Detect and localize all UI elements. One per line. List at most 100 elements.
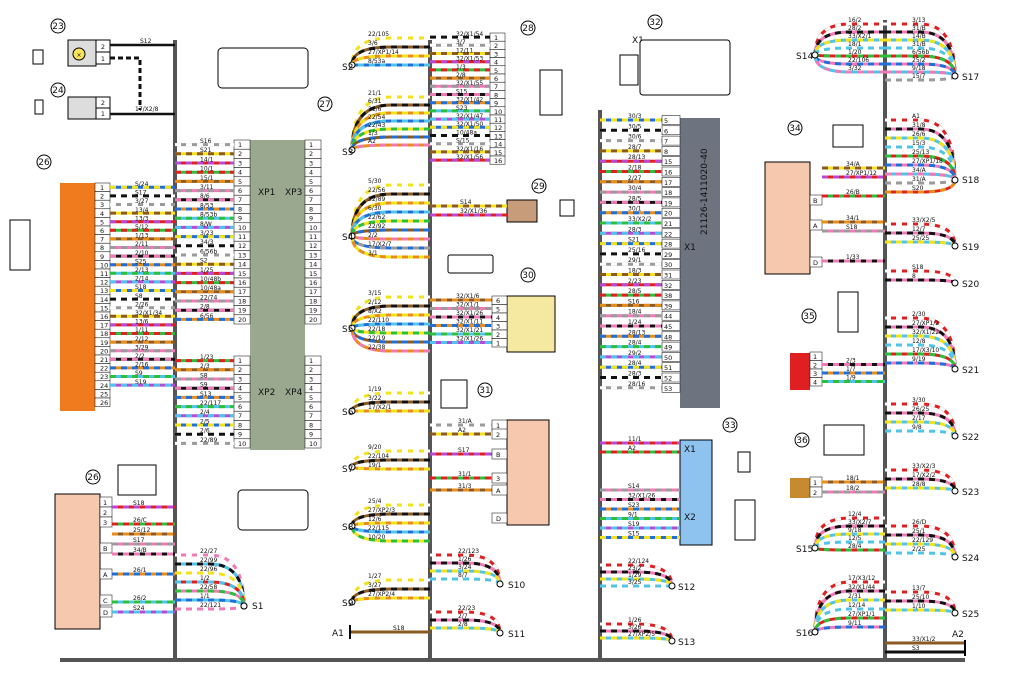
b34-wire-label: 27/XP1/12: [846, 170, 877, 177]
b26-wire-label: 5/12: [135, 224, 149, 231]
b35-pin: 3: [813, 370, 817, 378]
s8g-wire-label: 25/4: [368, 498, 382, 505]
b31-wire-label: S17: [458, 447, 470, 454]
s24g-wire-label: 26/D: [912, 519, 927, 526]
s13g-wire-label: 1/26: [628, 617, 642, 624]
s15g-wire-label: 9/18: [848, 527, 862, 534]
s17g-wire-label: 31/B: [912, 25, 926, 32]
b32-wire-label: 28/13: [628, 329, 645, 336]
s3g-wire-label: 21/6: [368, 106, 382, 113]
xp3-pin: 16: [309, 279, 317, 287]
block-29-number: 29: [533, 182, 545, 192]
s8g-wire-stripe-3: [350, 525, 430, 534]
b28-wire-label: 10/48a: [456, 129, 477, 136]
b26-wire-label: 32/X1/34: [135, 310, 162, 317]
s21g-wire-label: 2/30: [912, 311, 926, 318]
block-32-number: 32: [649, 18, 660, 28]
b32-pin: 16: [664, 169, 672, 177]
s4g-wire-label: 22/62: [368, 214, 385, 221]
b26-pin: 20: [100, 347, 108, 355]
s2g-wire-stripe-0: [350, 36, 430, 66]
b26-pin: 15: [100, 304, 108, 312]
b32-wire-label: 33/X2/2: [628, 216, 652, 223]
b34-pin: D: [813, 259, 818, 267]
s12g-wire-stripe-2: [600, 577, 674, 587]
s16g-wire-label: 17/X3/12: [848, 575, 875, 582]
s4g-wire-label: 5/30: [368, 178, 382, 185]
s17g-node: [951, 72, 959, 80]
xp4-pin: 1: [309, 357, 313, 365]
s13g-wire-label: 3/26: [628, 624, 642, 631]
b32-pin: 17: [664, 179, 672, 187]
column-3: 32 X1 21126-1411020-40 X1 530/3630/5730/…: [600, 14, 756, 648]
xp1-wire-label: 8/53b: [200, 212, 217, 219]
s12g-wire-label: 22/124: [628, 558, 649, 565]
xp4-pin: 3: [309, 375, 313, 383]
s7g-wire-label: 9/20: [368, 444, 382, 451]
xp3-pin: 12: [309, 242, 317, 250]
s4g-node: [348, 232, 356, 240]
b26-wire-label: 2/11: [135, 241, 149, 248]
b26-pin: 3: [100, 201, 104, 209]
s2g-node: [348, 61, 356, 69]
b26-wire-label: S8: [135, 293, 143, 300]
b28-wire-label: S23: [456, 105, 468, 112]
b35-pin: 2: [813, 362, 817, 370]
b29-wire-label: 32/X1/36: [460, 208, 487, 215]
s2g-wire-label: 3/6: [368, 40, 378, 47]
xp1-wire-label: 10/1: [200, 166, 214, 173]
s8g-wire-stripe-2: [350, 521, 430, 528]
s17g-wire-label: 6/56b: [912, 49, 929, 56]
s14g-wire-label: 1/20: [848, 49, 862, 56]
s25-label: S25: [962, 610, 979, 620]
s9-label: S9: [342, 599, 354, 609]
xp4-pin-box: [304, 438, 322, 449]
b33-x2-wire-label: S14: [628, 483, 640, 490]
s16g-wire-label: 27/XP1/1: [848, 611, 875, 618]
xp2-wire-label: S13: [200, 391, 212, 398]
b26-wire-label: 13/3: [135, 215, 149, 222]
s21g-wire-stripe-2: [885, 334, 957, 370]
block-31-number: 31: [479, 386, 490, 396]
s18g-wire-label: 25/13: [912, 149, 929, 156]
s19-label: S19: [962, 243, 979, 253]
b31-wire-label: A2: [458, 427, 466, 434]
s3g-wire-stripe-6: [350, 143, 430, 151]
s17-label: S17: [962, 73, 979, 83]
b28-wire-label: 2/8: [456, 72, 466, 79]
b26-pin: 24: [100, 382, 108, 390]
b34-wire-label: 1/33: [846, 254, 860, 261]
xp1-pin: 9: [238, 215, 242, 223]
xp2-wire-label: 2/4: [200, 409, 210, 416]
s16-label: S16: [796, 629, 813, 639]
b26b-pin: 3: [103, 519, 107, 527]
xp1-wire-label: 3/23: [200, 230, 214, 237]
s2-label: S2: [342, 63, 353, 73]
b36-wire-label: 18/1: [846, 475, 860, 482]
s16g-node: [811, 628, 819, 636]
b31-pin-box: [491, 512, 508, 524]
block-23-number: 23: [52, 22, 63, 32]
xp1-wire-label: S21: [200, 147, 212, 154]
b26b-pin: 2: [103, 509, 107, 517]
b32-wire-label: 18/3: [628, 268, 642, 275]
s3g-wire-label: A2: [368, 138, 376, 145]
xp1-pin: 19: [238, 307, 246, 315]
b32-wire-label: 30/4: [628, 185, 642, 192]
s14g-wire-label: 3/32: [848, 65, 862, 72]
s4g-wire-label: 22/56: [368, 187, 385, 194]
block-30-number: 30: [522, 271, 534, 281]
s24g-wire-label: 22/129: [912, 537, 933, 544]
xp4-pin: 9: [309, 431, 313, 439]
s4-label: S4: [342, 233, 354, 243]
block-27-number: 27: [319, 100, 330, 110]
xp3-pin: 14: [309, 261, 317, 269]
s10-label: S10: [508, 581, 525, 591]
b26-wire-label: S19: [135, 379, 147, 386]
block-33-x1: X1: [684, 445, 696, 455]
s11g-wire-label: 2/7: [458, 613, 468, 620]
b26-pin: 9: [100, 253, 104, 261]
s14g-node: [811, 51, 819, 59]
b30-pin: 2: [496, 331, 500, 339]
